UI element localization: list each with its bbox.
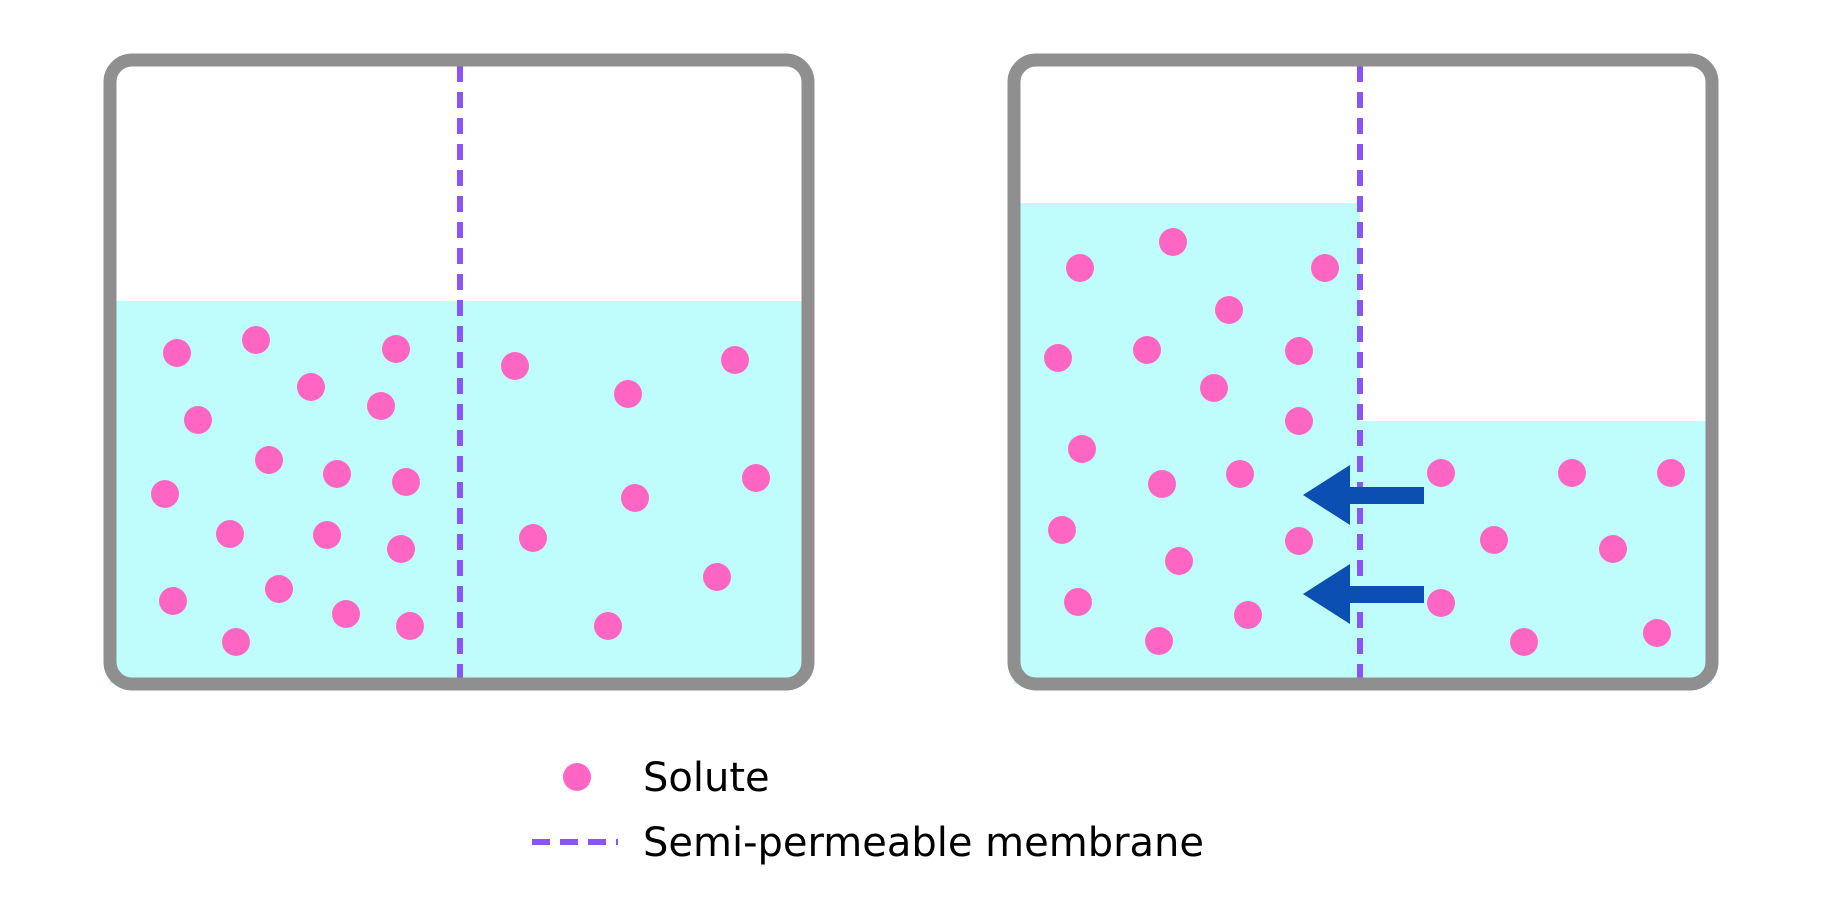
water-flow-arrows bbox=[1303, 465, 1424, 624]
solute-particle bbox=[323, 460, 351, 488]
solute-particle bbox=[396, 612, 424, 640]
solute-particle bbox=[1165, 547, 1193, 575]
solute-particle bbox=[1480, 526, 1508, 554]
water-left-after bbox=[1014, 203, 1360, 684]
solute-particle bbox=[621, 484, 649, 512]
solute-particle bbox=[614, 380, 642, 408]
solute-particle bbox=[387, 535, 415, 563]
solute-particle bbox=[297, 373, 325, 401]
solute-particle bbox=[519, 524, 547, 552]
solute-particle bbox=[1145, 627, 1173, 655]
solute-particle bbox=[1427, 459, 1455, 487]
solutes-after bbox=[1044, 228, 1685, 656]
arrow-left-icon bbox=[1303, 465, 1424, 525]
solute-particle bbox=[265, 575, 293, 603]
legend-item-membrane: Semi-permeable membrane bbox=[532, 820, 1204, 866]
legend-solute-label: Solute bbox=[643, 755, 770, 801]
solute-particle bbox=[392, 468, 420, 496]
container-after bbox=[1007, 53, 1719, 691]
solutes-before bbox=[151, 326, 770, 656]
solute-particle bbox=[1066, 254, 1094, 282]
solute-particle bbox=[721, 346, 749, 374]
solute-particle bbox=[1285, 407, 1313, 435]
solute-particle bbox=[313, 521, 341, 549]
solute-particle bbox=[501, 352, 529, 380]
solute-particle bbox=[1148, 470, 1176, 498]
solute-particle bbox=[742, 464, 770, 492]
solute-particle bbox=[159, 587, 187, 615]
solute-particle bbox=[216, 520, 244, 548]
solute-particle bbox=[1285, 527, 1313, 555]
solute-particle bbox=[1427, 589, 1455, 617]
solute-particle bbox=[1599, 535, 1627, 563]
solute-particle bbox=[222, 628, 250, 656]
solute-particle bbox=[1657, 459, 1685, 487]
container-before bbox=[103, 53, 815, 691]
solute-particle bbox=[382, 335, 410, 363]
solute-particle bbox=[1200, 374, 1228, 402]
solute-particle bbox=[1044, 344, 1072, 372]
solute-particle bbox=[1068, 435, 1096, 463]
solute-particle bbox=[1064, 588, 1092, 616]
solute-particle bbox=[1643, 619, 1671, 647]
arrow-left-icon bbox=[1303, 564, 1424, 624]
legend-item-solute: Solute bbox=[563, 755, 770, 801]
solute-particle bbox=[242, 326, 270, 354]
pink-dot-icon bbox=[563, 763, 591, 791]
solute-particle bbox=[703, 563, 731, 591]
solute-particle bbox=[1048, 516, 1076, 544]
solute-particle bbox=[1510, 628, 1538, 656]
panel-before bbox=[103, 53, 815, 691]
solute-particle bbox=[1133, 336, 1161, 364]
solute-particle bbox=[163, 339, 191, 367]
legend-membrane-label: Semi-permeable membrane bbox=[643, 820, 1204, 866]
solute-particle bbox=[151, 480, 179, 508]
solute-particle bbox=[255, 446, 283, 474]
solute-particle bbox=[1159, 228, 1187, 256]
solute-particle bbox=[332, 600, 360, 628]
solute-particle bbox=[184, 406, 212, 434]
solute-particle bbox=[1226, 460, 1254, 488]
solute-particle bbox=[1234, 601, 1262, 629]
solute-particle bbox=[1311, 254, 1339, 282]
panel-after bbox=[1007, 53, 1719, 691]
legend: Solute Semi-permeable membrane bbox=[532, 755, 1204, 866]
solute-particle bbox=[1285, 337, 1313, 365]
solute-particle bbox=[1558, 459, 1586, 487]
solute-particle bbox=[367, 392, 395, 420]
solute-particle bbox=[1215, 296, 1243, 324]
solute-particle bbox=[594, 612, 622, 640]
